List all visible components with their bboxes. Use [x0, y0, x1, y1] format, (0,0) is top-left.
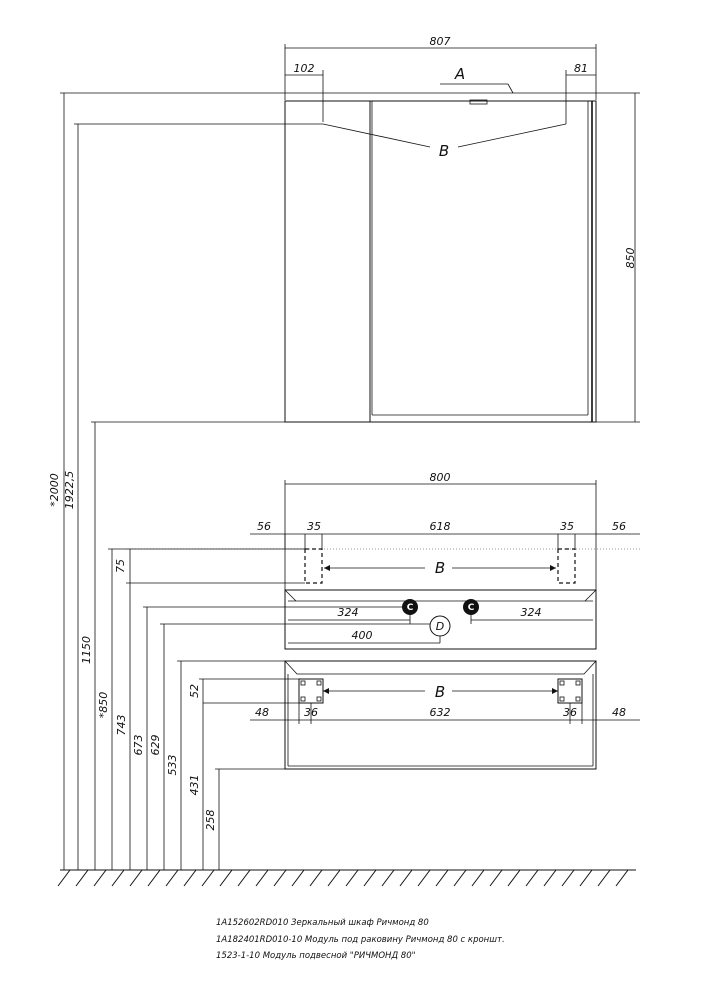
marker-c-right-label: C: [468, 603, 475, 613]
dim-vertical-629: 629: [149, 735, 162, 756]
vertical-dimension-lines: [63, 93, 430, 870]
dim-vertical-850: *850: [97, 692, 110, 719]
floor-hatch-line: [363, 869, 377, 887]
floor-hatch-line: [255, 869, 269, 887]
dim-618: 618: [430, 520, 451, 533]
floor-hatch-line: [183, 869, 197, 887]
sink-cabinet-top-view: [126, 480, 640, 590]
lower-module: [284, 660, 597, 770]
dim-vertical-1922: 1922,5: [63, 471, 76, 510]
floor-hatch-line: [57, 869, 71, 887]
dim-807: 807: [430, 35, 451, 48]
floor-hatch-line: [129, 869, 143, 887]
dim-35-right: 35: [560, 520, 574, 533]
floor-hatch-line: [561, 869, 575, 887]
floor-hatch-line: [345, 869, 359, 887]
dim-102: 102: [294, 62, 315, 75]
caption-line-2: 1A182401RD010-10 Модуль под раковину Рич…: [216, 935, 505, 945]
floor-hatch-line: [237, 869, 251, 887]
dim-vertical-533: 533: [166, 755, 179, 776]
dim-vertical-258: 258: [204, 810, 217, 831]
mirror-cabinet: [284, 99, 597, 423]
floor-hatch-line: [75, 869, 89, 887]
dim-35-left: 35: [307, 520, 321, 533]
marker-b-sink: B: [324, 559, 556, 577]
floor-hatch-line: [327, 869, 341, 887]
bracket-left: [304, 548, 323, 584]
caption-line-3: 1523-1-10 Модуль подвесной "РИЧМОНД 80": [216, 951, 416, 961]
dim-vertical-1150: 1150: [80, 636, 93, 664]
dim-81: 81: [574, 62, 588, 75]
floor-hatch-line: [219, 869, 233, 887]
floor-hatch-line: [273, 869, 287, 887]
floor-hatch-line: [507, 869, 521, 887]
light-fixture: [469, 99, 488, 105]
marker-b-lower-label: B: [435, 683, 445, 701]
floor: [57, 869, 636, 887]
bracket-right: [557, 548, 576, 584]
marker-d-label: D: [436, 620, 444, 633]
lower-bracket-right: [557, 678, 583, 704]
dim-48-right: 48: [612, 706, 626, 719]
top-dimension-lines: [60, 44, 640, 423]
dim-400: 400: [352, 629, 373, 642]
floor-hatch-line: [579, 869, 593, 887]
dim-324-right: 324: [521, 606, 542, 619]
floor-hatch-line: [381, 869, 395, 887]
captions: 1A152602RD010 Зеркальный шкаф Ричмонд 80…: [216, 918, 505, 961]
marker-b-sink-label: B: [435, 559, 445, 577]
floor-hatch-line: [417, 869, 431, 887]
floor-hatch-line: [435, 869, 449, 887]
dim-324-left: 324: [338, 606, 359, 619]
dim-36-left: 36: [304, 706, 318, 719]
dim-56-left: 56: [257, 520, 271, 533]
floor-hatch-line: [93, 869, 107, 887]
marker-a: A: [440, 65, 514, 94]
floor-hatch-line: [489, 869, 503, 887]
dim-vertical-2000: *2000: [48, 473, 61, 507]
basin: [284, 589, 597, 650]
lower-bracket-left: [298, 678, 324, 704]
dim-vertical-673: 673: [132, 735, 145, 756]
marker-d: D: [429, 615, 451, 643]
floor-hatch-line: [201, 869, 215, 887]
marker-c-left-label: C: [407, 603, 414, 613]
floor-hatch-line: [525, 869, 539, 887]
floor-hatch-line: [309, 869, 323, 887]
floor-hatch-line: [615, 869, 629, 887]
floor-hatch-line: [165, 869, 179, 887]
marker-b-lower: B: [323, 683, 558, 701]
floor-hatch-line: [543, 869, 557, 887]
floor-hatch-line: [111, 869, 125, 887]
floor-hatch-line: [291, 869, 305, 887]
marker-c-right: C: [463, 599, 479, 615]
caption-line-1: 1A152602RD010 Зеркальный шкаф Ричмонд 80: [216, 918, 429, 928]
floor-hatch-line: [471, 869, 485, 887]
floor-hatch-line: [597, 869, 611, 887]
floor-hatch-line: [147, 869, 161, 887]
floor-hatch-line: [399, 869, 413, 887]
dim-vertical-431: 431: [188, 775, 201, 796]
marker-b-top-label: B: [439, 142, 449, 160]
dim-vertical-75: 75: [114, 559, 127, 573]
dim-850-mirror: 850: [624, 248, 637, 269]
dim-48-left: 48: [255, 706, 269, 719]
dim-632: 632: [430, 706, 451, 719]
dim-800: 800: [430, 471, 451, 484]
dim-56-right: 56: [612, 520, 626, 533]
marker-a-label: A: [454, 65, 465, 83]
marker-b-top: B: [322, 123, 567, 160]
marker-c-left: C: [402, 599, 418, 615]
dim-36-right: 36: [563, 706, 577, 719]
dim-vertical-52: 52: [188, 684, 201, 698]
dim-vertical-743: 743: [115, 715, 128, 736]
floor-hatch-line: [453, 869, 467, 887]
